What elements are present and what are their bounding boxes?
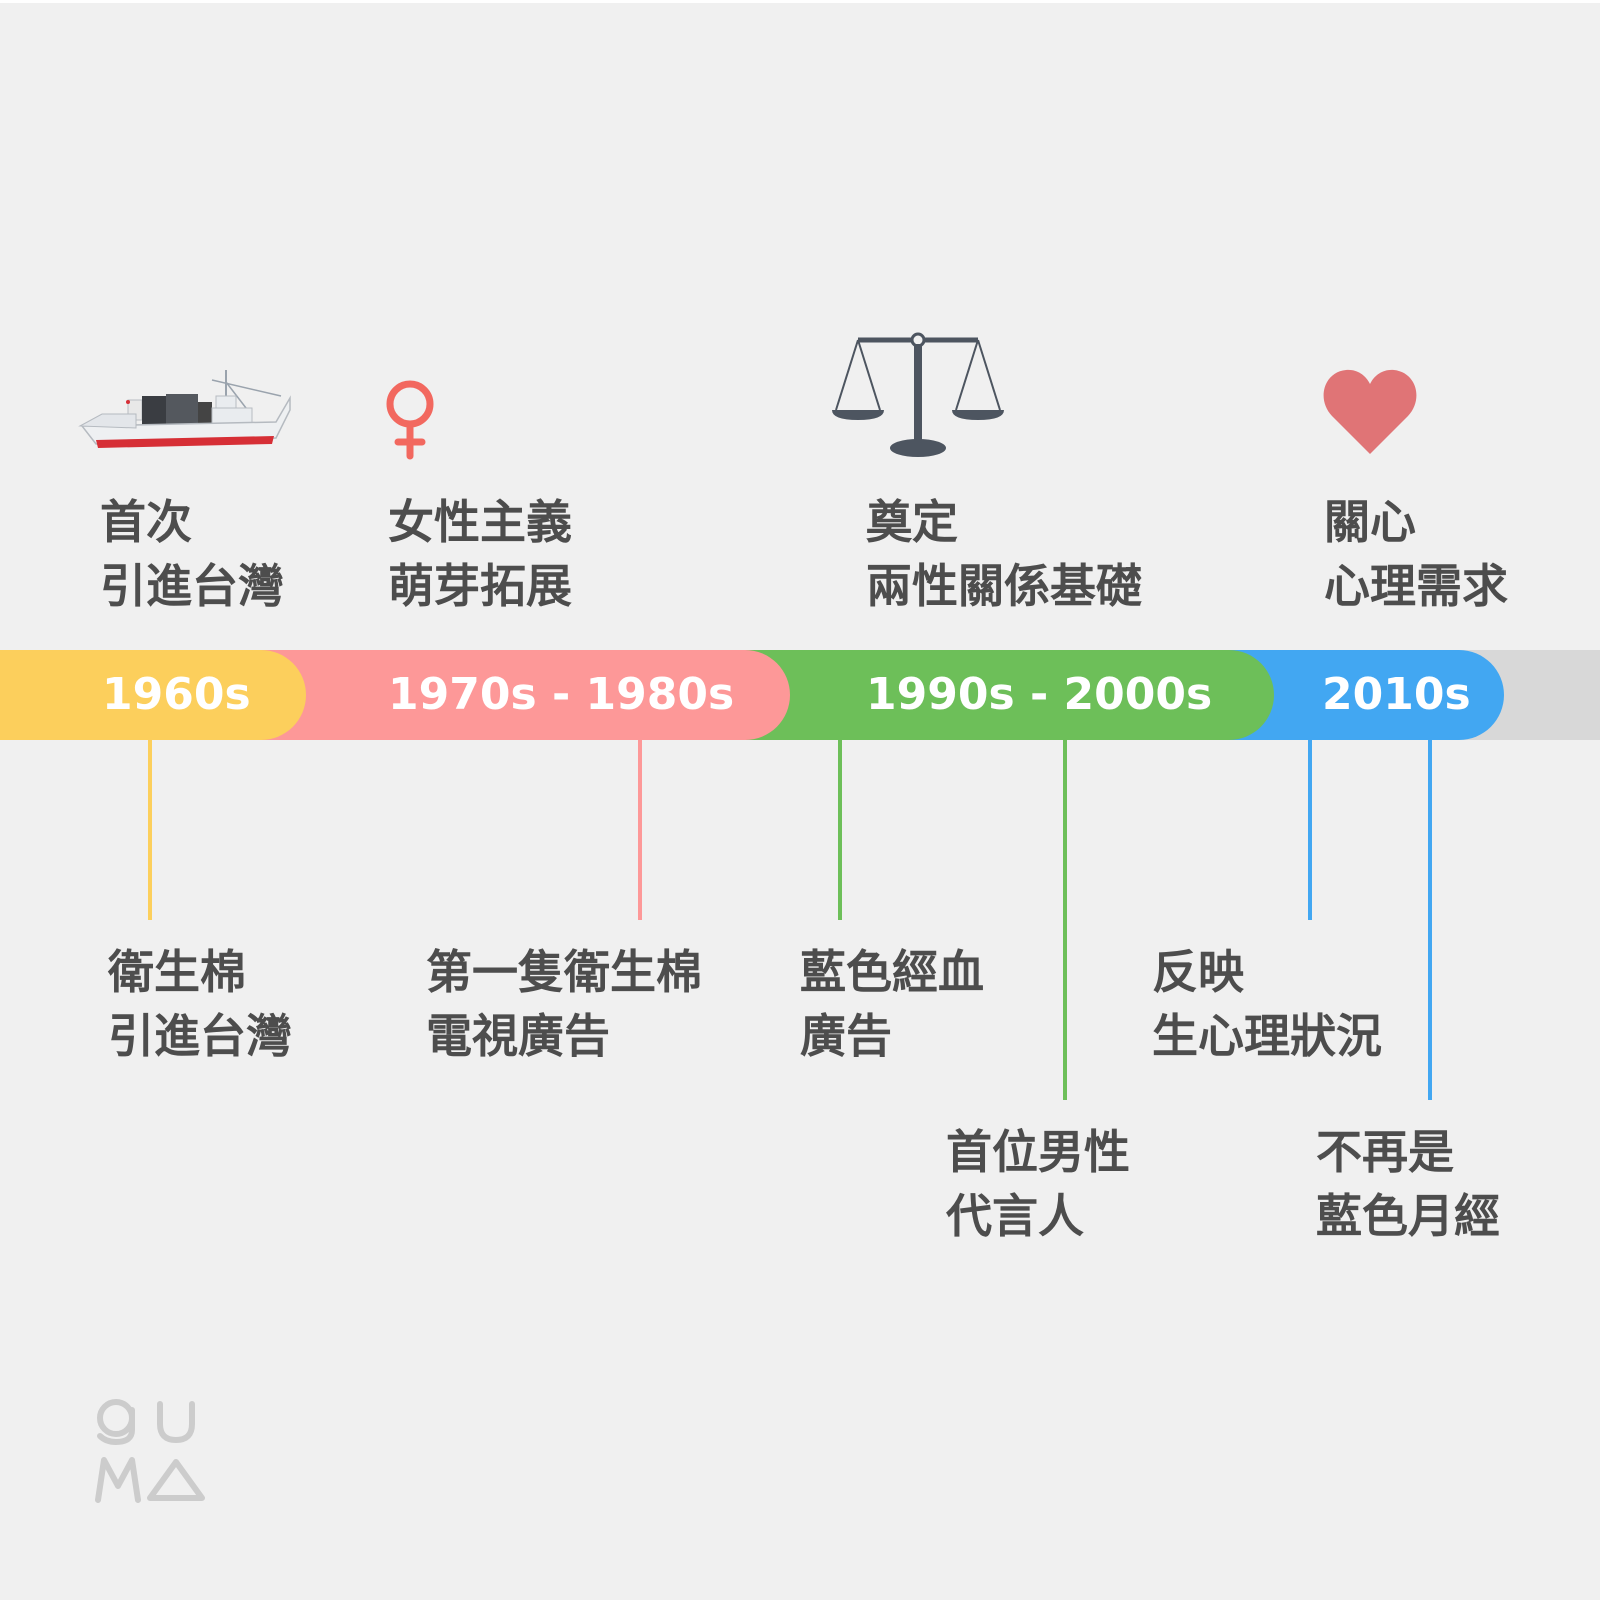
timeline-label-2010s: 2010s: [1322, 669, 1471, 720]
timeline-label-1970s-1980s: 1970s - 1980s: [388, 669, 735, 720]
event-connector-line: [1063, 740, 1067, 1100]
era-title-line2: 心理需求: [1324, 559, 1508, 613]
era-title-line1: 女性主義: [388, 495, 572, 549]
timeline-label-1960s: 1960s: [102, 669, 251, 720]
event-line1: 反映: [1152, 945, 1244, 999]
event-item: 不再是 藍色月經: [1316, 1120, 1500, 1248]
era-title-line1: 奠定: [866, 495, 958, 549]
era-title-1960s: 首次 引進台灣: [100, 490, 284, 618]
event-item: 第一隻衛生棉 電視廣告: [426, 940, 702, 1068]
event-line2: 藍色月經: [1316, 1189, 1500, 1243]
guma-logo: [95, 1399, 205, 1503]
event-line1: 藍色經血: [800, 945, 984, 999]
female-symbol-icon: [386, 380, 434, 460]
timeline-bar: 1960s 1970s - 1980s 1990s - 2000s 2010s: [0, 650, 1600, 740]
event-item: 藍色經血 廣告: [800, 940, 984, 1068]
event-item: 首位男性 代言人: [946, 1120, 1130, 1248]
event-connector-line: [638, 740, 642, 920]
era-title-line2: 引進台灣: [100, 559, 284, 613]
era-title-line2: 萌芽拓展: [388, 559, 572, 613]
event-line1: 首位男性: [946, 1125, 1130, 1179]
heart-icon: [1323, 369, 1417, 454]
event-line2: 代言人: [946, 1189, 1084, 1243]
event-line1: 不再是: [1316, 1125, 1454, 1179]
balance-scale-icon: [832, 332, 1004, 457]
era-title-1970s-1980s: 女性主義 萌芽拓展: [388, 490, 572, 618]
event-item: 反映 生心理狀況: [1152, 940, 1382, 1068]
era-title-line1: 首次: [100, 495, 192, 549]
event-line2: 廣告: [800, 1009, 892, 1063]
event-connector-line: [1308, 740, 1312, 920]
event-connector-line: [1428, 740, 1432, 1100]
event-line1: 衛生棉: [108, 945, 246, 999]
event-line2: 引進台灣: [108, 1009, 292, 1063]
era-title-line1: 關心: [1324, 495, 1416, 549]
event-line2: 電視廣告: [426, 1009, 610, 1063]
top-border: [0, 0, 1600, 3]
event-line2: 生心理狀況: [1152, 1009, 1382, 1063]
era-title-2010s: 關心 心理需求: [1324, 490, 1508, 618]
segment-1960s: [0, 650, 306, 740]
timeline-label-1990s-2000s: 1990s - 2000s: [866, 669, 1213, 720]
era-title-line2: 兩性關係基礎: [866, 559, 1142, 613]
event-line1: 第一隻衛生棉: [426, 945, 702, 999]
era-title-1990s-2000s: 奠定 兩性關係基礎: [866, 490, 1142, 618]
event-connector-line: [838, 740, 842, 920]
event-item: 衛生棉 引進台灣: [108, 940, 292, 1068]
cargo-ship-icon: [78, 370, 291, 448]
event-connector-line: [148, 740, 152, 920]
